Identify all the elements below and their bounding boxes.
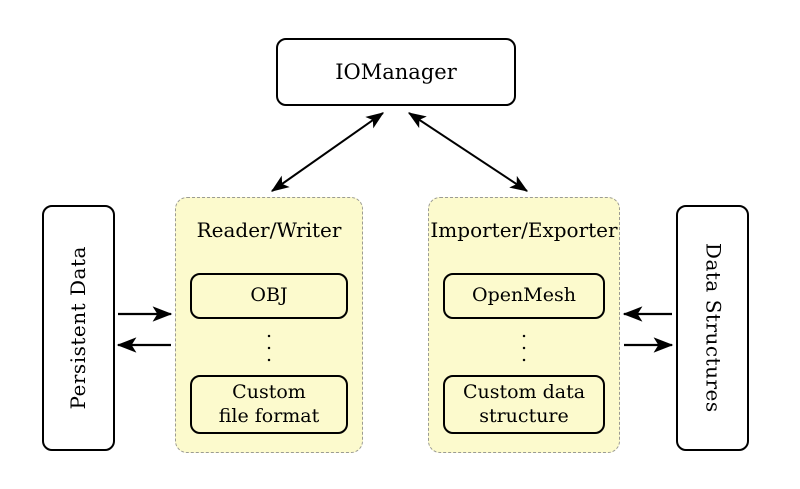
reader-writer-item-custom-file-format-label: Custom file format — [219, 381, 320, 429]
custom-data-structure-line2: structure — [479, 404, 569, 427]
reader-writer-item-obj-label: OBJ — [250, 284, 288, 307]
panel-importer-exporter-title: Importer/Exporter — [430, 218, 618, 242]
connector-manager-importerexporter — [407, 112, 529, 192]
io-manager-node[interactable]: IOManager — [276, 38, 516, 106]
io-manager-label: IOManager — [335, 59, 457, 84]
reader-writer-item-custom-file-format[interactable]: Custom file format — [190, 375, 348, 434]
persistent-data-label: Persistent Data — [65, 246, 90, 410]
panel-reader-writer[interactable]: Reader/Writer OBJ . . . Custom file form… — [175, 197, 363, 453]
importer-exporter-item-custom-data-structure-label: Custom data structure — [463, 381, 585, 429]
data-structures-node[interactable]: Data Structures — [676, 205, 749, 451]
importer-exporter-item-openmesh[interactable]: OpenMesh — [443, 273, 605, 319]
custom-data-structure-line1: Custom data — [462, 380, 586, 403]
panel-importer-exporter[interactable]: Importer/Exporter OpenMesh . . . Custom … — [428, 197, 620, 453]
data-structures-label: Data Structures — [701, 243, 726, 413]
importer-exporter-ellipsis: . . . — [520, 320, 528, 366]
reader-writer-ellipsis: . . . — [265, 320, 273, 366]
persistent-data-node[interactable]: Persistent Data — [42, 205, 115, 451]
custom-file-format-line2: file format — [218, 404, 320, 427]
importer-exporter-item-openmesh-label: OpenMesh — [472, 284, 576, 307]
custom-file-format-line1: Custom — [232, 380, 306, 403]
reader-writer-item-obj[interactable]: OBJ — [190, 273, 348, 319]
connector-manager-readerwriter — [271, 112, 384, 192]
importer-exporter-item-custom-data-structure[interactable]: Custom data structure — [443, 375, 605, 434]
panel-reader-writer-title: Reader/Writer — [196, 218, 342, 242]
